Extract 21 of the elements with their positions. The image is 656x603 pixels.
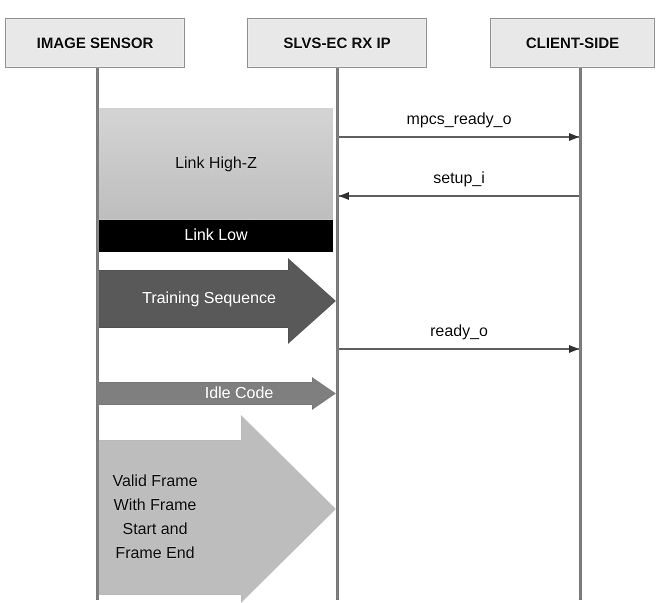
edge-label: mpcs_ready_o: [404, 111, 514, 129]
edge-label: setup_i: [431, 170, 487, 188]
bar-label: Link Low: [184, 227, 248, 245]
block-arrow: [99, 258, 336, 344]
bar-label: Link High-Z: [175, 155, 257, 173]
edge-label: ready_o: [428, 323, 490, 341]
message-arrow: [339, 192, 579, 200]
lifeline: [336, 68, 339, 600]
participant-header: SLVS-EC RX IP: [247, 18, 427, 68]
participant-header: CLIENT-SIDE: [490, 18, 655, 68]
arrow-label: Valid Frame With Frame Start and Frame End: [111, 472, 199, 564]
message-arrow: [339, 345, 579, 353]
state-bar: [99, 220, 333, 252]
block-arrow: [99, 415, 336, 603]
lifeline: [96, 68, 99, 600]
arrow-label: Idle Code: [204, 384, 274, 404]
state-bar: [99, 108, 333, 220]
lifeline: [579, 68, 582, 600]
arrow-label: Training Sequence: [141, 289, 277, 309]
participant-header: IMAGE SENSOR: [5, 18, 185, 68]
block-arrow: [99, 377, 336, 410]
